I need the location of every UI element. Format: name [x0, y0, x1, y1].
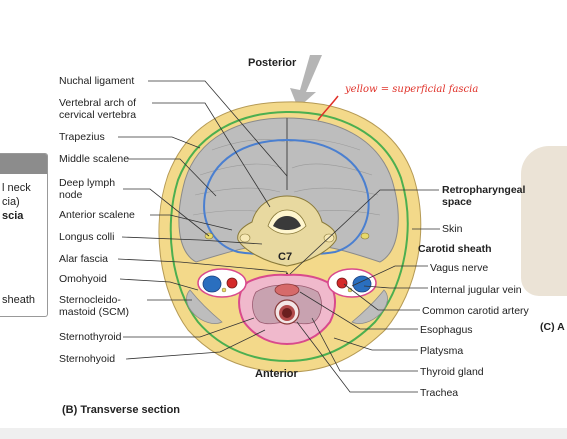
- figure-caption: (B) Transverse section: [62, 404, 180, 416]
- label-common-carotid-artery: Common carotid artery: [422, 305, 529, 317]
- caption-letter: (B): [62, 404, 78, 416]
- label-sternohyoid: Sternohyoid: [59, 353, 116, 365]
- sternocleidomastoid-left: [186, 289, 223, 324]
- handwritten-note: yellow = superficial fascia: [345, 84, 479, 95]
- label-platysma: Platysma: [420, 345, 464, 357]
- right-leader-lines: [289, 189, 440, 393]
- label-internal-jugular-vein: Internal jugular vein: [430, 284, 522, 296]
- label-trapezius: Trapezius: [59, 131, 105, 143]
- panel-c-fragment: [521, 146, 567, 296]
- label-sternothyroid: Sternothyroid: [59, 331, 122, 343]
- label-alar-fascia: Alar fascia: [59, 253, 109, 265]
- caption-text: Transverse section: [80, 404, 181, 416]
- label-skin: Skin: [442, 223, 463, 235]
- label-omohyoid: Omohyoid: [59, 273, 107, 285]
- label-middle-scalene: Middle scalene: [59, 153, 130, 165]
- label-carotid-sheath: Carotid sheath: [418, 243, 492, 255]
- label-anterior-scalene: Anterior scalene: [59, 209, 135, 221]
- c7-vertebra: [237, 195, 337, 267]
- carotid-sheath-right: [327, 268, 377, 298]
- legend-text-2: cia): [2, 196, 20, 208]
- legend-text-3: scia: [2, 210, 24, 222]
- investing-fascia-green: [169, 110, 409, 363]
- carotid-sheath-left: [197, 268, 247, 298]
- label-longus-colli: Longus colli: [59, 231, 115, 243]
- label-vagus-nerve: Vagus nerve: [430, 262, 489, 274]
- legend-panel-header: [0, 154, 47, 174]
- label-retropharyngeal-space: Retropharyngeal space: [442, 184, 526, 208]
- label-vertebral-arch: Vertebral arch of cervical vertebra: [59, 97, 137, 121]
- label-nuchal-ligament: Nuchal ligament: [59, 75, 135, 87]
- label-thyroid-gland: Thyroid gland: [420, 366, 484, 378]
- legend-text-1: l neck: [2, 182, 31, 194]
- label-deep-lymph-node: Deep lymph node: [59, 177, 116, 201]
- esophagus: [274, 283, 300, 297]
- sternocleidomastoid-right: [351, 289, 388, 324]
- label-esophagus: Esophagus: [420, 324, 473, 336]
- anterior-label: Anterior: [255, 368, 298, 380]
- bottom-strip: [0, 428, 567, 439]
- label-sternocleidomastoid: Sternocleido-mastoid (SCM): [59, 294, 130, 318]
- handwritten-pointer: [317, 95, 339, 121]
- legend-text-4: sheath: [2, 294, 36, 306]
- label-trachea: Trachea: [420, 387, 459, 399]
- vertebra-label: C7: [278, 251, 293, 263]
- legend-panel-fragment: l neck cia) scia sheath: [0, 153, 48, 317]
- deep-lymph-node-right: [360, 232, 370, 240]
- left-leader-lines: [117, 80, 288, 360]
- posterior-arrow-icon: [290, 55, 322, 108]
- panel-c-caption: (C) A: [540, 321, 565, 333]
- posterior-label: Posterior: [248, 57, 297, 69]
- trachea: [274, 299, 300, 325]
